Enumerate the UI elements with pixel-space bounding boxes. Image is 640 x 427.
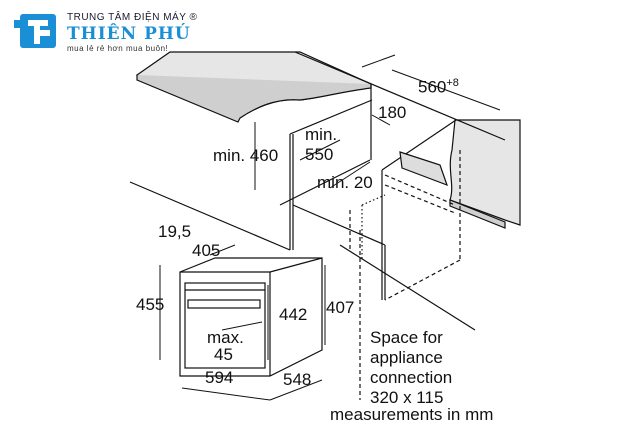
connection-area: [361, 194, 386, 260]
logo-tagline: TRUNG TÂM ĐIỆN MÁY ®: [67, 12, 198, 23]
dim-405: 405: [192, 241, 221, 260]
hidden-lines: [349, 150, 461, 400]
dim-min-460: min. 460: [213, 146, 279, 165]
countertop-right-edge: [449, 199, 506, 229]
note-units: measurements in mm: [330, 405, 494, 424]
dim-19-5: 19,5: [158, 222, 192, 241]
logo-brand-name: THIÊN PHÚ: [67, 24, 191, 44]
dim-407: 407: [326, 298, 355, 317]
dim-max-45-value: 45: [214, 345, 233, 364]
oven-drawing: [179, 257, 323, 377]
note-space-3: connection: [370, 368, 453, 387]
note-space-2: appliance: [370, 348, 443, 367]
cabinet-outline: [129, 51, 506, 331]
dim-min-20: min. 20: [317, 173, 373, 192]
brand-logo: TRUNG TÂM ĐIỆN MÁY ® THIÊN PHÚ mua lẻ rẻ…: [14, 10, 254, 55]
dim-180: 180: [378, 103, 407, 122]
countertop-left-edge: [136, 75, 372, 123]
dim-min-550-label: min.: [305, 125, 338, 144]
logo-slogan: mua lẻ rẻ hơn mua buôn!: [67, 44, 169, 53]
logo-mark-icon: [14, 14, 56, 48]
note-space-4: 320 x 115: [370, 388, 444, 407]
dim-niche-width: 560+8: [418, 77, 459, 97]
countertop-right: [449, 119, 521, 226]
hatched-connection-box: [399, 151, 448, 187]
dim-594: 594: [205, 368, 234, 387]
dim-max-45-label: max.: [207, 328, 244, 347]
dim-455: 455: [136, 295, 165, 314]
dim-442: 442: [279, 305, 308, 324]
dim-min-550-value: 550: [305, 145, 334, 164]
dim-548: 548: [283, 370, 312, 389]
dimension-lines: [159, 54, 501, 401]
note-space-1: Space for: [370, 328, 443, 347]
